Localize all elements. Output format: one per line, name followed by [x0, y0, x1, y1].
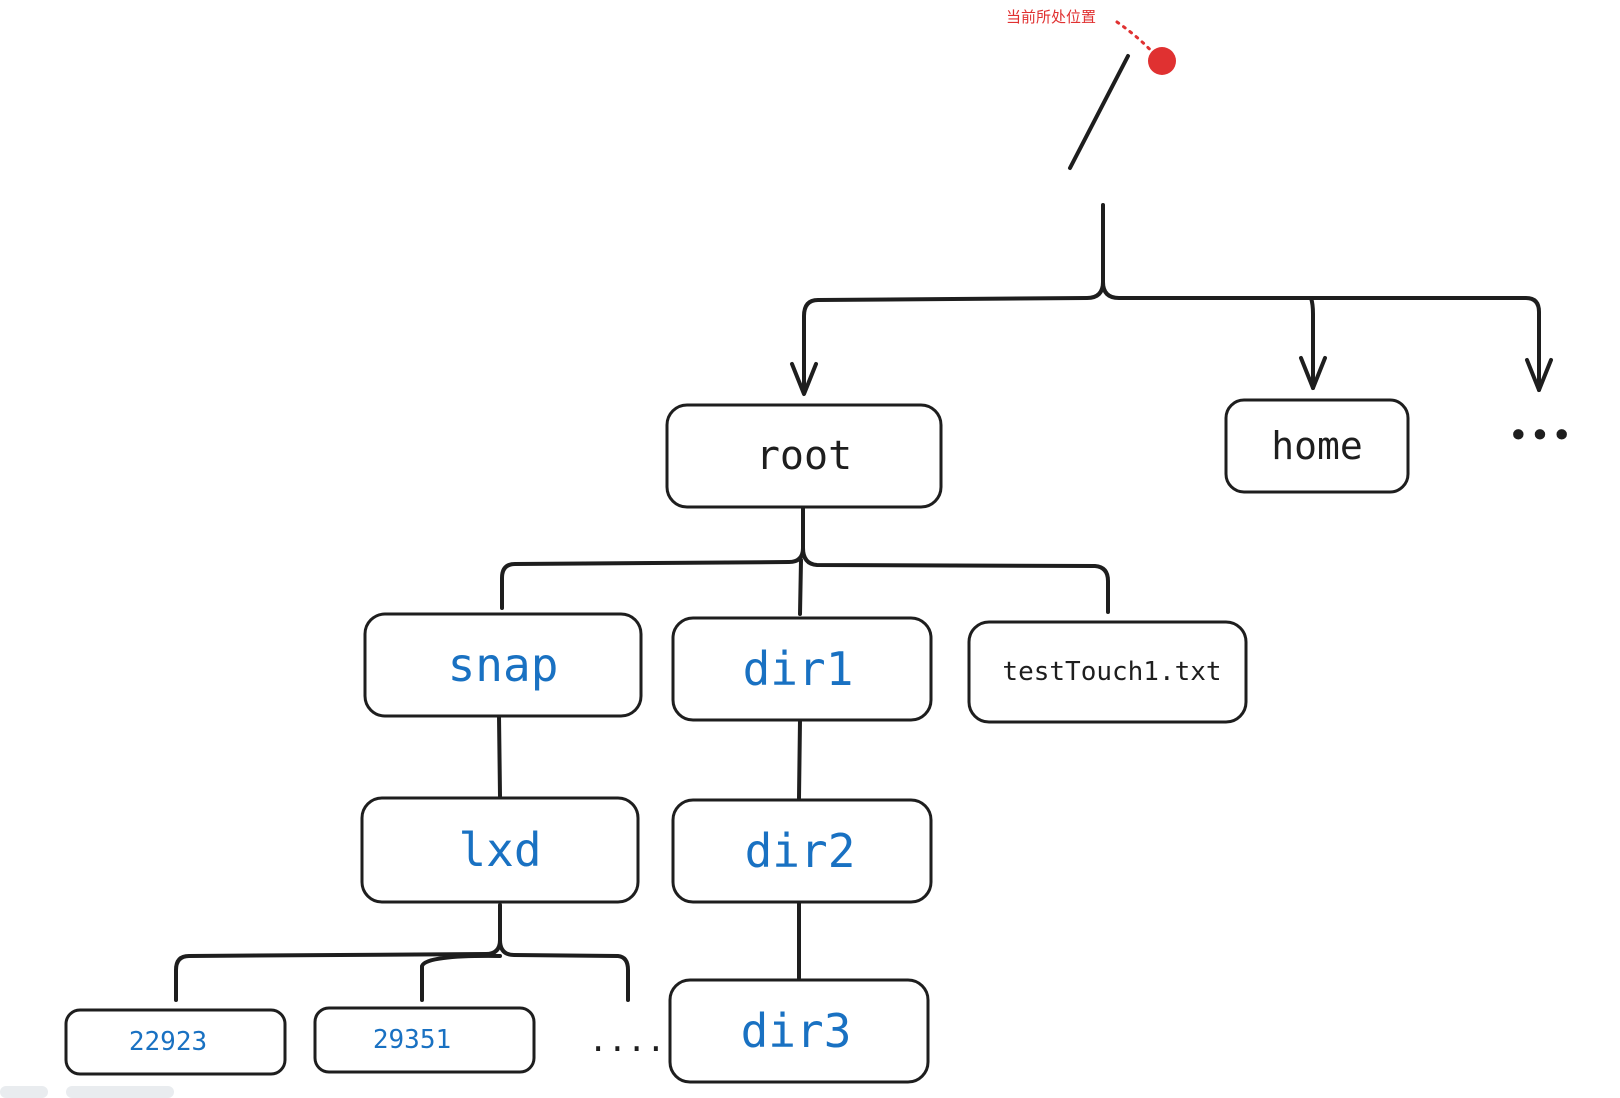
annotation-dotted-line [1115, 20, 1158, 58]
node-dir3-label: dir3 [741, 1004, 852, 1058]
dir1-dir2-connector [797, 718, 802, 800]
node-lxd[interactable]: lxd [360, 796, 640, 904]
node-29351[interactable]: 29351 [313, 1006, 536, 1074]
node-dir2-label: dir2 [745, 824, 856, 878]
top-level-connector [790, 203, 1553, 396]
root-children-connector [500, 506, 1110, 616]
node-home[interactable]: home [1224, 398, 1410, 494]
bottom-scroll-hint [0, 1086, 48, 1098]
node-dir2[interactable]: dir2 [671, 798, 933, 904]
node-test-file-label: testTouch1.txt [1002, 657, 1221, 687]
node-snap-label: snap [448, 638, 559, 692]
current-position-dot [1148, 47, 1176, 75]
root-directory-slash [1068, 54, 1130, 170]
node-test-file[interactable]: testTouch1.txt [967, 620, 1248, 724]
top-level-more-indicator: ••• [1507, 416, 1572, 457]
node-root[interactable]: root [665, 403, 943, 509]
lxd-more-indicator: .... [588, 1021, 665, 1059]
lxd-children-connector [174, 903, 630, 1002]
node-29351-label: 29351 [373, 1025, 451, 1055]
node-dir3[interactable]: dir3 [668, 978, 930, 1084]
node-home-label: home [1271, 424, 1363, 468]
node-dir1[interactable]: dir1 [671, 616, 933, 722]
snap-lxd-connector [497, 714, 502, 798]
node-dir1-label: dir1 [743, 642, 854, 696]
current-position-annotation: 当前所处位置 [1006, 8, 1096, 26]
node-snap[interactable]: snap [363, 612, 643, 718]
node-22923[interactable]: 22923 [64, 1008, 287, 1076]
node-22923-label: 22923 [129, 1027, 207, 1057]
bottom-scroll-hint-2 [66, 1086, 174, 1098]
node-root-label: root [756, 433, 852, 479]
node-lxd-label: lxd [458, 823, 541, 877]
